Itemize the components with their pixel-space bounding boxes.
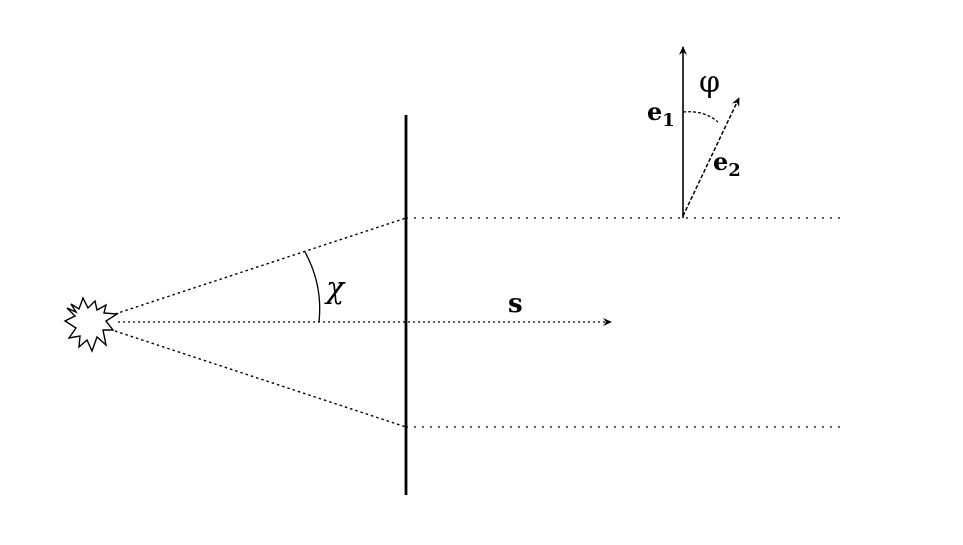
s-label: s — [508, 289, 523, 319]
upper-ray — [114, 217, 407, 315]
e1-label: e1 — [647, 97, 675, 131]
e1-label-subscript: 1 — [662, 110, 675, 131]
e2-vector — [682, 97, 740, 217]
starburst-source-icon — [63, 296, 120, 353]
e1-label-base: e — [647, 97, 662, 126]
chi-angle-arc — [304, 251, 321, 323]
e2-label-subscript: 2 — [728, 160, 741, 181]
e2-label-base: e — [713, 147, 728, 176]
lower-ray — [114, 330, 407, 428]
phi-label: φ — [699, 65, 720, 100]
phi-angle-arc — [682, 111, 719, 123]
chi-label: χ — [324, 271, 346, 306]
e2-label: e2 — [713, 147, 741, 181]
